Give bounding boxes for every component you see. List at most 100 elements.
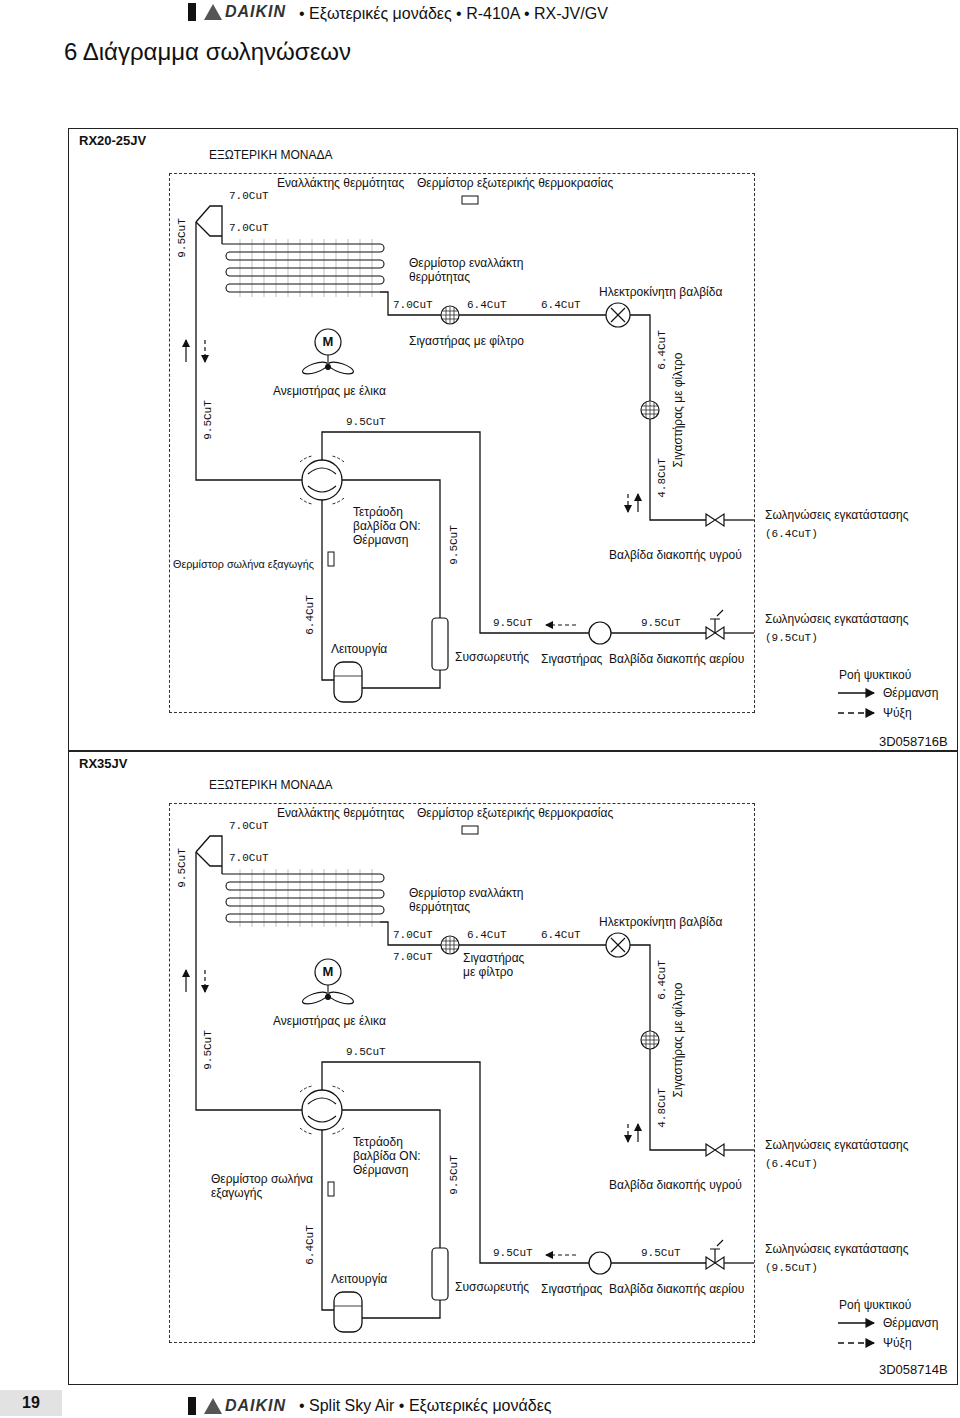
refrigerant-pipe xyxy=(724,632,754,633)
part-label: Ανεμιστήρας με έλικα xyxy=(272,1014,387,1028)
pipe-size: (9.5CuT) xyxy=(764,632,819,645)
expansion-valve xyxy=(606,303,630,327)
cooling-flow-arrow xyxy=(204,970,205,992)
pipe-size: 9.5CuT xyxy=(345,1046,387,1059)
refrigerant-pipe xyxy=(724,1149,754,1150)
part-label: Βαλβίδα διακοπής υγρού xyxy=(608,1178,743,1192)
drawing-number: 3D058716B xyxy=(878,734,949,749)
motor-letter: M xyxy=(323,335,334,349)
strainer-symbol xyxy=(641,401,659,419)
motor-letter: M xyxy=(323,965,334,979)
expansion-valve xyxy=(606,933,630,957)
strainer-body xyxy=(641,1031,659,1049)
refrigerant-pipe xyxy=(196,222,302,480)
legend-arrow xyxy=(838,692,874,693)
node-heading: RX20-25JV xyxy=(79,133,146,149)
refrigerant-pipe xyxy=(362,670,440,688)
pipe-size: 7.0CuT xyxy=(228,222,270,235)
cooling-flow-arrow xyxy=(546,1254,576,1255)
service-port xyxy=(710,1240,723,1263)
page-title: 6 Διάγραμμα σωληνώσεων xyxy=(64,38,351,66)
pipe-size: 4.8CuT xyxy=(656,1087,669,1129)
pipe-size: 4.8CuT xyxy=(656,457,669,499)
piping-diagram xyxy=(186,196,754,702)
thermistor xyxy=(462,196,478,204)
drawing-number: 3D058714B xyxy=(878,1362,949,1377)
node-heading: RX35JV xyxy=(79,756,127,772)
pipe-size: 6.4CuT xyxy=(304,1224,317,1266)
logo-mark xyxy=(204,1398,222,1414)
node-heading: ΕΞΩΤΕΡΙΚΗ ΜΟΝΑΔΑ xyxy=(208,147,333,163)
fan-hub xyxy=(325,364,331,370)
part-label: Σιγαστήρας xyxy=(540,1282,603,1296)
pipe-size: 7.0CuT xyxy=(228,190,270,203)
strainer-body xyxy=(641,401,659,419)
part-label: Λειτουργία xyxy=(330,642,388,656)
strainer-mesh xyxy=(442,319,458,320)
strainer-mesh xyxy=(642,1040,658,1041)
pipe-size: 7.0CuT xyxy=(392,951,434,964)
pipe-size: 9.5CuT xyxy=(492,1247,534,1260)
header-bar xyxy=(188,1397,196,1415)
four-way-valve-flow xyxy=(300,456,344,504)
refrigerant-pipe xyxy=(724,519,754,520)
page-number: 19 xyxy=(0,1390,62,1416)
refrigerant-pipe xyxy=(630,315,650,401)
strainer-mesh xyxy=(442,945,458,946)
part-label: Θερμίστορ εναλλάκτη θερμότητας xyxy=(408,886,538,914)
heat-exchanger-coil xyxy=(222,874,384,922)
part-label: Θερμίστορ σωλήνα εξαγωγής xyxy=(172,557,315,571)
legend-label: Θέρμανση xyxy=(882,1316,939,1330)
pipe-size: 7.0CuT xyxy=(228,852,270,865)
part-label: Τετράοδη βαλβίδα ON: Θέρμανση xyxy=(352,1135,430,1177)
cooling-flow-arrow xyxy=(204,340,205,362)
heating-flow-arrow xyxy=(637,494,638,512)
part-label: Σωληνώσεις εγκατάστασης xyxy=(764,1138,910,1152)
four-way-valve-ports xyxy=(308,468,336,492)
cooling-flow-arrow xyxy=(627,494,628,512)
pipe-size: 6.4CuT xyxy=(466,299,508,312)
accumulator xyxy=(432,1248,448,1300)
legend-arrow xyxy=(838,712,874,713)
part-label: Σωληνώσεις εγκατάστασης xyxy=(764,612,910,626)
pipe-size: 9.5CuT xyxy=(202,399,215,441)
strainer-mesh xyxy=(642,1044,658,1045)
refrigerant-pipe xyxy=(322,1062,589,1263)
fan-blade xyxy=(327,360,355,377)
stop-valve-symbol xyxy=(706,514,724,526)
pipe-size: 6.4CuT xyxy=(540,299,582,312)
pipe-size: 6.4CuT xyxy=(656,329,669,371)
strainer-symbol xyxy=(441,936,459,954)
valve-body xyxy=(706,1144,724,1156)
refrigerant-pipe xyxy=(342,1110,440,1248)
part-label: Βαλβίδα διακοπής υγρού xyxy=(608,548,743,562)
refrigerant-pipe xyxy=(380,922,441,945)
strainer-mesh xyxy=(454,307,455,323)
fan-shaft xyxy=(327,985,328,993)
part-label: Σιγαστήρας xyxy=(540,652,603,666)
four-way-valve-flow xyxy=(300,1086,344,1134)
valve-body xyxy=(706,514,724,526)
pipe-size: (9.5CuT) xyxy=(764,1262,819,1275)
pipe-size: 9.5CuT xyxy=(202,1029,215,1071)
legend-arrow xyxy=(838,1322,874,1323)
muffler xyxy=(589,622,611,644)
part-label: Σιγαστήρας με φίλτρο xyxy=(671,351,685,468)
pipe-size: (6.4CuT) xyxy=(764,528,819,541)
pipe-size: 9.5CuT xyxy=(640,617,682,630)
refrigerant-pipe xyxy=(196,852,302,1110)
part-label: Εναλλάκτης θερμότητας xyxy=(276,806,405,820)
expansion-valve-cross xyxy=(611,308,625,322)
part-label: Σιγαστήρας με φίλτρο xyxy=(462,951,532,979)
refrigerant-pipe xyxy=(342,480,440,618)
pipe-size: 9.5CuT xyxy=(448,1154,461,1196)
running-header: • Εξωτερικές μονάδες • R-410A • RX-JV/GV xyxy=(298,4,609,23)
refrigerant-pipe xyxy=(459,314,606,315)
expansion-valve-cross xyxy=(611,938,625,952)
pipe-size: 6.4CuT xyxy=(656,959,669,1001)
refrigerant-pipe xyxy=(611,1262,706,1263)
part-label: Ηλεκτροκίνητη βαλβίδα xyxy=(598,915,723,929)
fan-motor xyxy=(315,959,341,985)
accumulator xyxy=(432,618,448,670)
